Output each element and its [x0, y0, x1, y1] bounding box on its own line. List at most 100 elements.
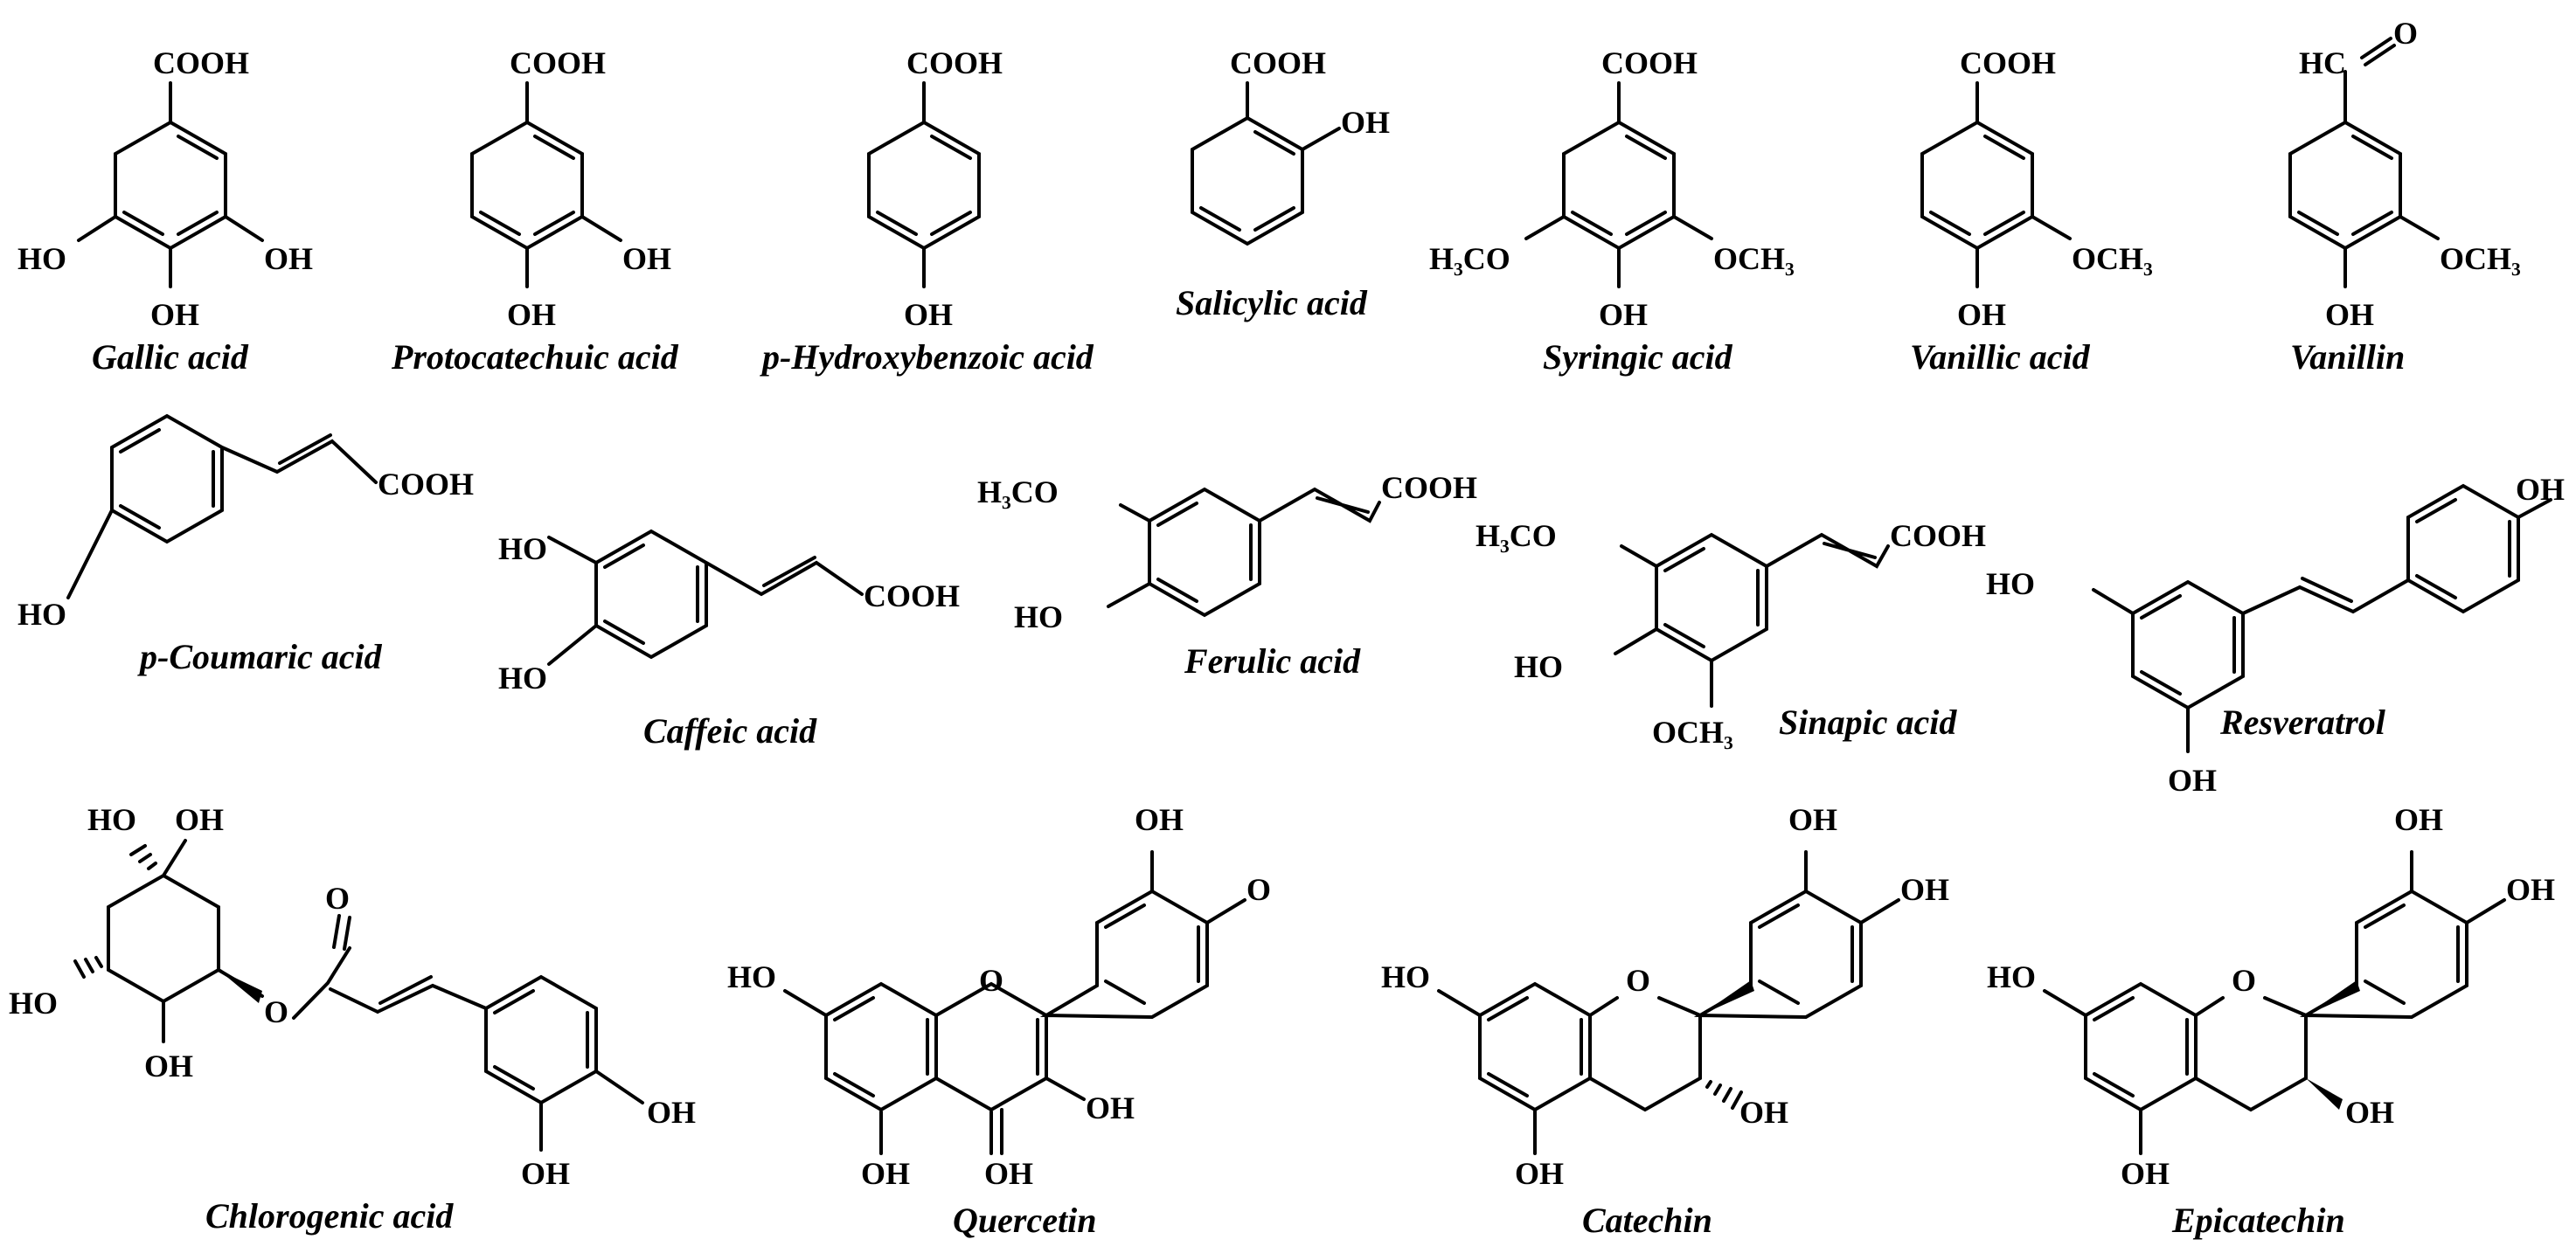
quercetin-structure: HO O OH OH OH O OH Quercetin: [727, 802, 1271, 1240]
chlorogenic-acid-atom-label: OH: [175, 802, 224, 837]
ferulic-acid-structure: H₃CO HO COOH Ferulic acid: [977, 470, 1477, 681]
epicatechin-structure: HO O OH OH OH OH Epicatechin: [1987, 802, 2555, 1240]
quercetin-atom-label: OH: [984, 1156, 1033, 1191]
protocatechuic-acid-bonds: [470, 81, 622, 288]
syringic-acid-atom-label: OCH₃: [1713, 241, 1795, 276]
salicylic-acid-name: Salicylic acid: [1176, 283, 1368, 322]
p-coumaric-acid-bonds: [66, 413, 378, 599]
caffeic-acid-atom-label: HO: [498, 661, 547, 696]
ferulic-acid-atom-label: COOH: [1381, 470, 1477, 505]
catechin-structure: HO O OH OH OH OH Catechin: [1381, 802, 1949, 1240]
chlorogenic-acid-atom-label: O: [264, 994, 288, 1029]
salicylic-acid-atom-label: COOH: [1230, 45, 1326, 80]
quercetin-bonds: [783, 850, 1246, 1155]
gallic-acid-bonds: [77, 81, 264, 288]
p-hydroxybenzoic-acid-name: p-Hydroxybenzoic acid: [760, 337, 1094, 377]
sinapic-acid-atom-label: OCH₃: [1652, 715, 1733, 750]
epicatechin-atom-label: OH: [2506, 872, 2555, 907]
resveratrol-atom-label: HO: [1986, 566, 2035, 601]
epicatechin-atom-label: OH: [2394, 802, 2443, 837]
caffeic-acid-name: Caffeic acid: [643, 711, 817, 751]
sinapic-acid-name: Sinapic acid: [1779, 703, 1957, 742]
ferulic-acid-atom-label: H₃CO: [977, 474, 1059, 509]
protocatechuic-acid-atom-label: COOH: [510, 45, 606, 80]
vanillic-acid-structure: COOH OCH₃ OH Vanillic acid: [1910, 45, 2153, 377]
vanillin-atom-label: O: [2393, 16, 2418, 51]
vanillin-name: Vanillin: [2290, 337, 2405, 377]
p-coumaric-acid-atom-label: COOH: [378, 467, 474, 502]
protocatechuic-acid-name: Protocatechuic acid: [391, 337, 679, 377]
syringic-acid-atom-label: OH: [1599, 297, 1648, 332]
gallic-acid-name: Gallic acid: [92, 337, 249, 377]
chlorogenic-acid-atom-label: OH: [521, 1156, 570, 1191]
quercetin-atom-label: OH: [1135, 802, 1184, 837]
sinapic-acid-bonds: [1614, 532, 1890, 708]
catechin-atom-label: OH: [1900, 872, 1949, 907]
protocatechuic-acid-atom-label: OH: [622, 241, 671, 276]
chlorogenic-acid-atom-label: HO: [87, 802, 136, 837]
catechin-atom-label: OH: [1788, 802, 1837, 837]
catechin-atom-label: OH: [1739, 1095, 1788, 1130]
vanillic-acid-name: Vanillic acid: [1910, 337, 2091, 377]
quercetin-name: Quercetin: [953, 1201, 1096, 1240]
catechin-bonds: [1437, 850, 1900, 1155]
protocatechuic-acid-structure: COOH OH OH Protocatechuic acid: [391, 45, 679, 377]
syringic-acid-structure: COOH H₃CO OCH₃ OH Syringic acid: [1429, 45, 1795, 377]
caffeic-acid-atom-label: COOH: [864, 578, 960, 613]
epicatechin-atom-label: OH: [2121, 1156, 2170, 1191]
p-hydroxybenzoic-acid-atom-label: COOH: [906, 45, 1003, 80]
ferulic-acid-name: Ferulic acid: [1184, 641, 1361, 681]
quercetin-atom-label: HO: [727, 959, 776, 994]
salicylic-acid-bonds: [1191, 81, 1341, 246]
resveratrol-atom-label: OH: [2168, 763, 2217, 798]
gallic-acid-structure: COOH HO OH OH Gallic acid: [17, 45, 313, 377]
gallic-acid-atom-label: COOH: [153, 45, 249, 80]
quercetin-atom-label: O: [1246, 872, 1271, 907]
sinapic-acid-atom-label: COOH: [1890, 518, 1986, 553]
syringic-acid-atom-label: COOH: [1601, 45, 1698, 80]
chlorogenic-acid-atom-label: OH: [647, 1095, 696, 1130]
p-coumaric-acid-name: p-Coumaric acid: [137, 637, 383, 676]
sinapic-acid-structure: H₃CO HO OCH₃ COOH Sinapic acid: [1475, 518, 1986, 750]
epicatechin-atom-label: OH: [2345, 1095, 2394, 1130]
catechin-atom-label: OH: [1515, 1156, 1564, 1191]
syringic-acid-name: Syringic acid: [1543, 337, 1733, 377]
vanillic-acid-bonds: [1920, 81, 2072, 288]
gallic-acid-atom-label: HO: [17, 241, 66, 276]
epicatechin-name: Epicatechin: [2171, 1201, 2345, 1240]
vanillin-atom-label: HC: [2299, 45, 2346, 80]
syringic-acid-atom-label: H₃CO: [1429, 241, 1510, 276]
resveratrol-bonds: [2092, 483, 2552, 753]
resveratrol-atom-label: OH: [2516, 472, 2565, 507]
ferulic-acid-bonds: [1107, 487, 1381, 618]
vanillic-acid-atom-label: OH: [1957, 297, 2006, 332]
chlorogenic-acid-bonds: [73, 839, 644, 1152]
quercetin-atom-label: OH: [1086, 1090, 1135, 1125]
quercetin-atom-label: OH: [861, 1156, 910, 1191]
ferulic-acid-atom-label: HO: [1014, 599, 1063, 634]
resveratrol-name: Resveratrol: [2219, 703, 2386, 742]
chlorogenic-acid-name: Chlorogenic acid: [205, 1196, 454, 1236]
sinapic-acid-atom-label: H₃CO: [1475, 518, 1557, 553]
catechin-atom-label: HO: [1381, 959, 1430, 994]
vanillin-atom-label: OCH₃: [2440, 241, 2521, 276]
p-hydroxybenzoic-acid-bonds: [867, 81, 981, 288]
protocatechuic-acid-atom-label: OH: [507, 297, 556, 332]
p-hydroxybenzoic-acid-structure: COOH OH p-Hydroxybenzoic acid: [760, 45, 1094, 377]
chlorogenic-acid-atom-label: OH: [144, 1049, 193, 1083]
salicylic-acid-atom-label: OH: [1341, 105, 1390, 140]
p-coumaric-acid-atom-label: HO: [17, 597, 66, 632]
p-coumaric-acid-structure: COOH HO p-Coumaric acid: [17, 413, 474, 676]
caffeic-acid-structure: HO HO COOH Caffeic acid: [498, 529, 960, 751]
vanillic-acid-atom-label: OCH₃: [2072, 241, 2153, 276]
salicylic-acid-structure: COOH OH Salicylic acid: [1176, 45, 1390, 322]
chlorogenic-acid-atom-label: HO: [9, 986, 58, 1021]
sinapic-acid-atom-label: HO: [1514, 649, 1563, 684]
vanillic-acid-atom-label: COOH: [1960, 45, 2056, 80]
p-hydroxybenzoic-acid-atom-label: OH: [904, 297, 953, 332]
epicatechin-atom-label: O: [2232, 963, 2256, 998]
epicatechin-atom-label: HO: [1987, 959, 2036, 994]
vanillin-structure: HC O OCH₃ OH Vanillin: [2288, 16, 2521, 377]
